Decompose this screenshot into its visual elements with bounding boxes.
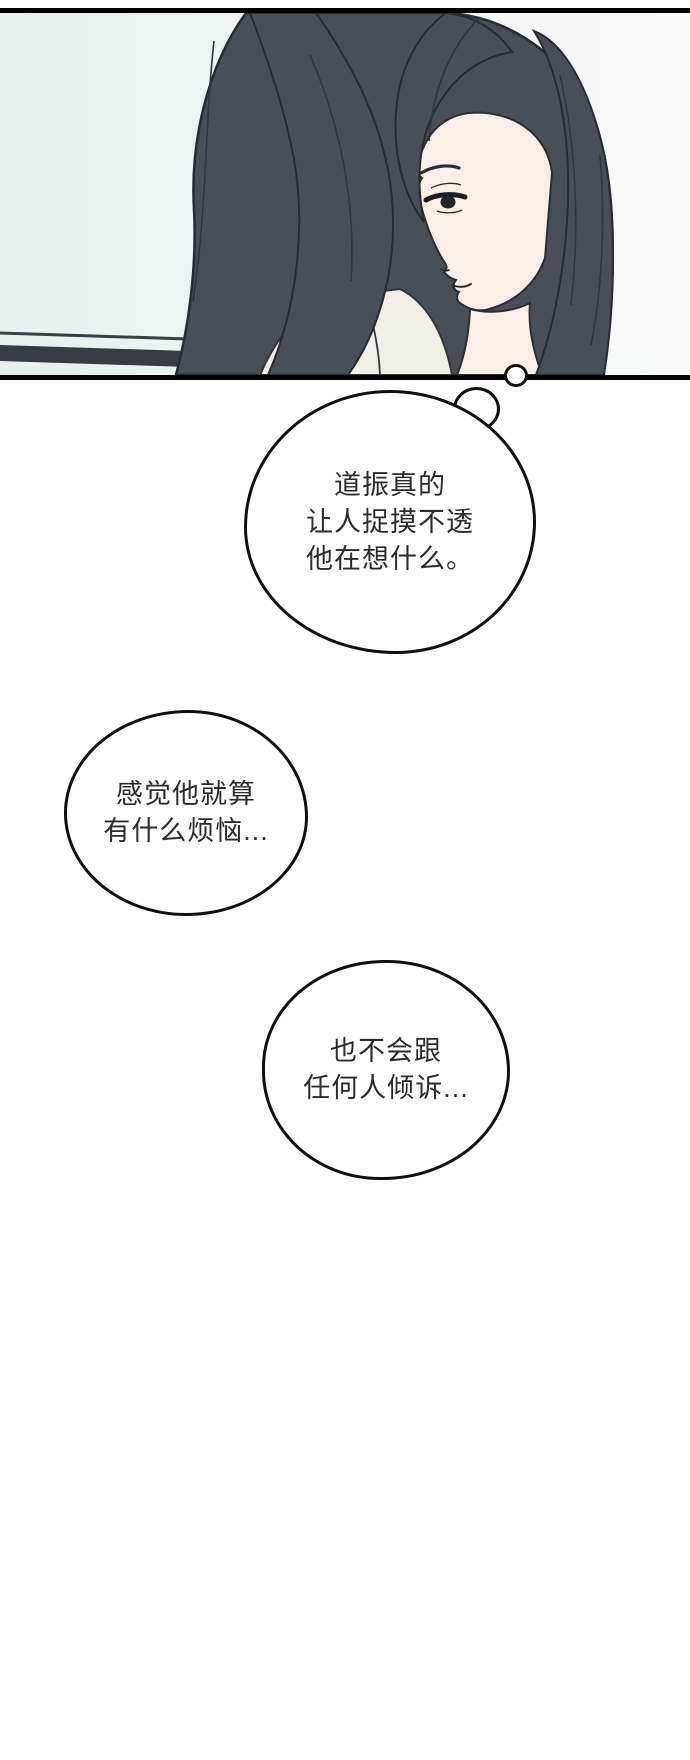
panel-border-top bbox=[0, 8, 690, 13]
bubble-text-line: 他在想什么。 bbox=[306, 543, 474, 574]
bubble-text-line: 让人捉摸不透 bbox=[306, 506, 474, 537]
eyelash bbox=[423, 192, 468, 203]
bubble-text-line: 有什么烦恼... bbox=[103, 816, 269, 846]
lower-eyelid bbox=[436, 209, 463, 214]
hair-front bbox=[192, 13, 615, 375]
thought-bubble-1: 道振真的 让人捉摸不透 他在想什么。 bbox=[244, 390, 536, 654]
thought-bubble-3: 也不会跟 任何人倾诉... bbox=[262, 960, 510, 1180]
thought-bubble-tail-dot bbox=[504, 364, 528, 387]
comic-panel bbox=[0, 13, 690, 375]
bubble-text-line: 感觉他就算 bbox=[116, 779, 256, 809]
bubble-text-line: 也不会跟 bbox=[330, 1036, 442, 1066]
bubble-text-line: 任何人倾诉... bbox=[303, 1073, 469, 1103]
face bbox=[416, 111, 554, 375]
neck bbox=[455, 301, 544, 375]
panel-border-bottom bbox=[0, 375, 690, 380]
nose-line bbox=[440, 268, 450, 272]
desk-edge bbox=[0, 331, 189, 367]
bubble-text-line: 道振真的 bbox=[334, 469, 446, 500]
iris bbox=[440, 195, 456, 209]
mouth bbox=[451, 283, 472, 288]
character-illustration bbox=[0, 13, 615, 375]
eyelid-crease bbox=[430, 182, 462, 189]
thought-bubble-2: 感觉他就算 有什么烦恼... bbox=[64, 710, 308, 916]
eyebrow bbox=[419, 164, 461, 175]
facial-features bbox=[419, 164, 472, 288]
